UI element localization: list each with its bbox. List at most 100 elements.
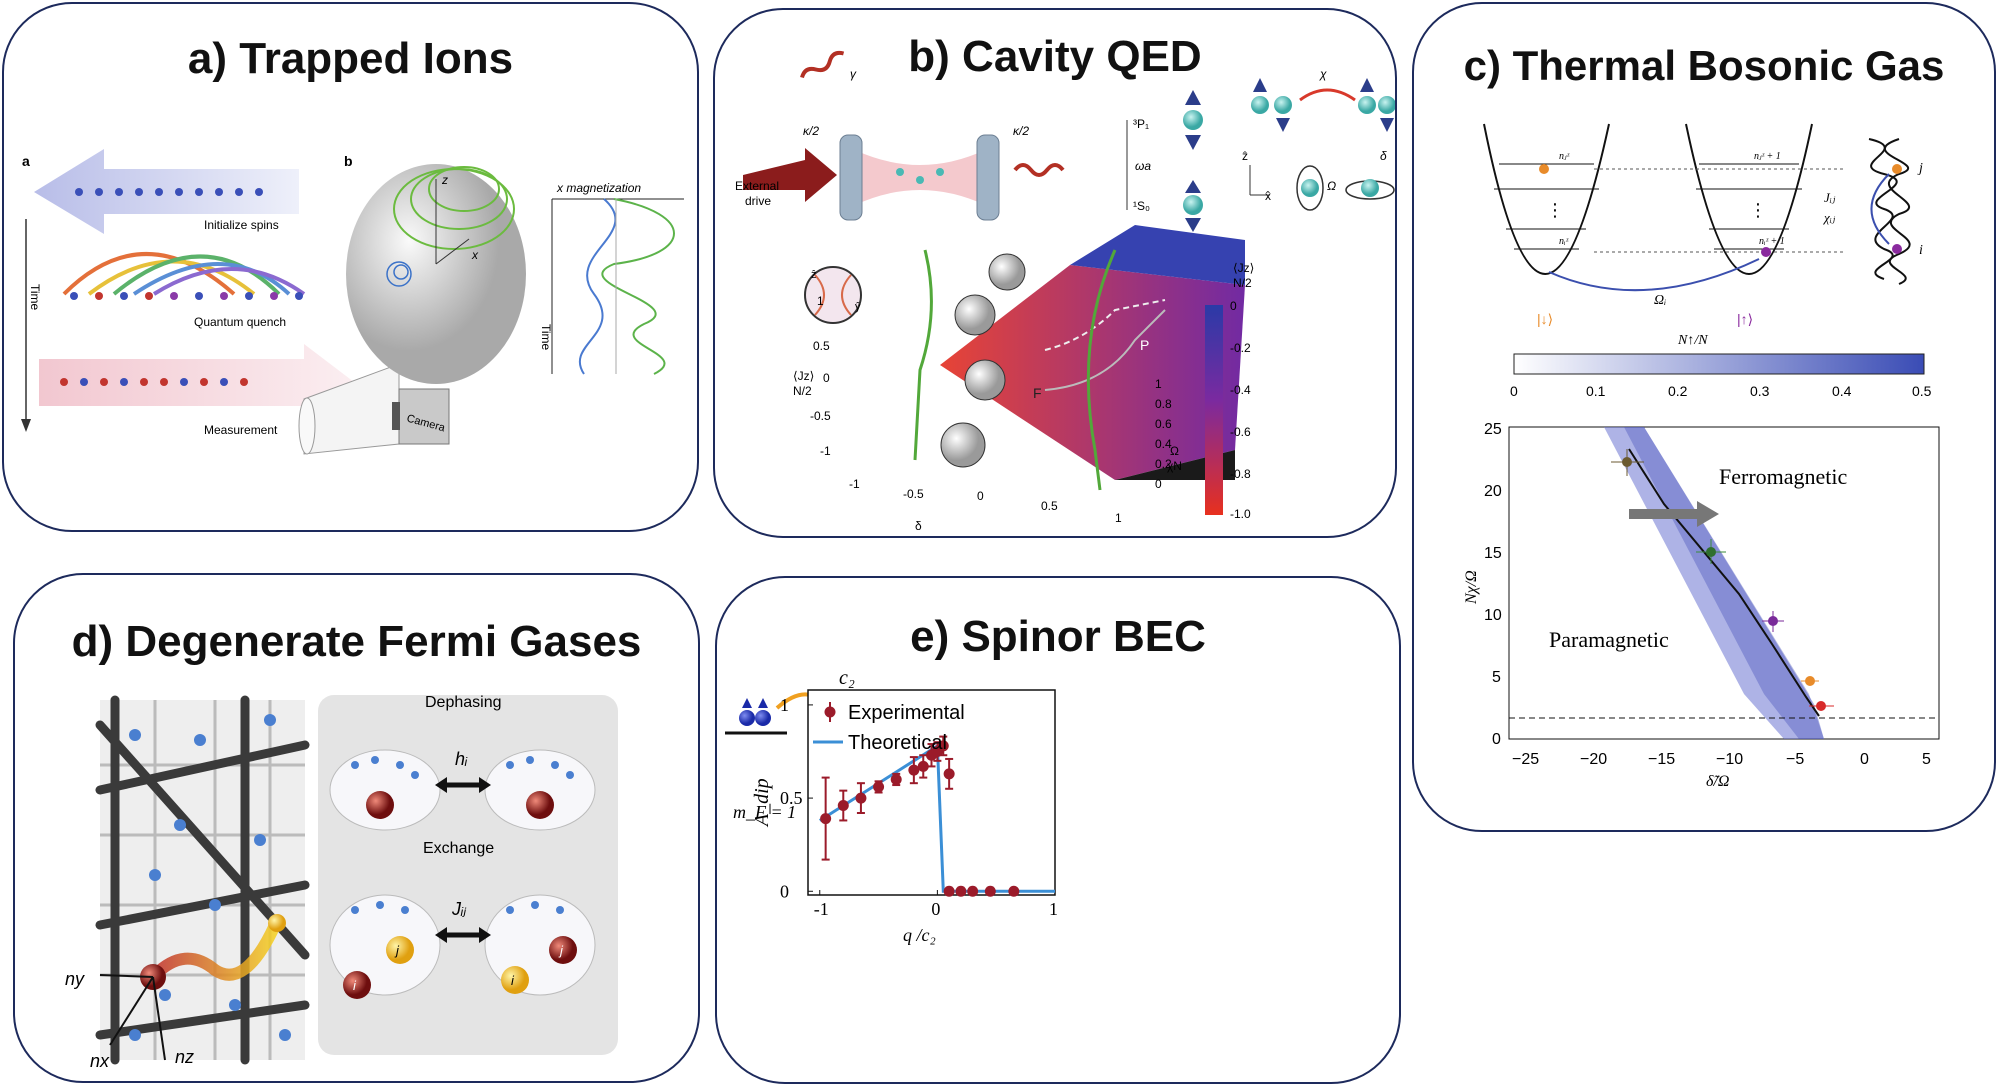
rotating-atom-delta xyxy=(1345,179,1395,200)
label-i: i xyxy=(1919,243,1923,258)
axes-arrows xyxy=(99,974,166,1061)
nx-label: nx xyxy=(90,1051,110,1071)
svg-text:0.1: 0.1 xyxy=(1586,383,1606,399)
exchange-atom-j-right xyxy=(549,936,577,964)
mirror-left xyxy=(839,134,863,221)
svg-text:0.3: 0.3 xyxy=(1750,383,1770,399)
time-label: Time xyxy=(28,284,42,311)
paramagnetic-label: Paramagnetic xyxy=(1549,627,1669,652)
atoms-mf1 xyxy=(739,698,771,726)
svg-text:0.8: 0.8 xyxy=(1155,397,1172,411)
panel-title: b) Cavity QED xyxy=(908,32,1202,81)
lattice-atoms xyxy=(129,714,291,1041)
svg-text:0: 0 xyxy=(1155,477,1162,491)
cavity-atoms xyxy=(896,168,944,184)
svg-text:5: 5 xyxy=(1492,669,1501,686)
spin-atom-up xyxy=(1183,90,1203,150)
trajectory-green xyxy=(393,166,515,250)
ny-label: ny xyxy=(65,969,85,989)
y-axis-numerator: Ω xyxy=(1170,444,1179,458)
panel-spinor-bec: e) Spinor BEC c₂ q m_F = 1 0 −1 -10100.5… xyxy=(715,576,1401,1084)
experimental-point xyxy=(943,885,955,897)
label-j: j xyxy=(1917,161,1923,176)
external-drive-arrow xyxy=(743,148,837,202)
panel-title: e) Spinor BEC xyxy=(910,612,1206,661)
double-arrow-exchange xyxy=(435,927,491,943)
experimental-point xyxy=(937,740,949,752)
level-1s0: ¹S₀ xyxy=(1133,199,1150,213)
jij-label-d: Jᵢⱼ xyxy=(451,899,467,919)
svg-text:-0.5: -0.5 xyxy=(903,487,924,501)
omega-label: Ω xyxy=(1327,179,1336,193)
legend-marker-experimental xyxy=(824,706,836,718)
transition-line xyxy=(1628,448,1820,717)
camera-icon xyxy=(392,388,450,445)
svg-text:0.4: 0.4 xyxy=(1832,383,1852,399)
trap-left xyxy=(1483,123,1610,275)
jij-arrow xyxy=(1870,173,1890,245)
svg-text:1: 1 xyxy=(1115,511,1122,525)
label-i-left: i xyxy=(353,978,357,993)
green-path-left xyxy=(913,249,933,461)
level-3p1: ³P₁ xyxy=(1133,117,1149,131)
z-tick-labels: 1 0.5 0 -0.5 -1 xyxy=(810,294,831,458)
inset-panel xyxy=(318,695,618,1055)
orange-particle xyxy=(1539,164,1549,174)
quench-interaction-arcs xyxy=(62,252,306,296)
exchange-atom-i-left xyxy=(343,971,371,999)
experimental-point xyxy=(967,885,979,897)
svg-text:0.5: 0.5 xyxy=(813,339,830,353)
experimental-point xyxy=(908,764,920,776)
ket-up: |↑⟩ xyxy=(1737,311,1753,327)
spin-atom-down xyxy=(1183,180,1203,232)
experimental-point xyxy=(855,792,867,804)
quench-label: Quantum quench xyxy=(194,315,286,329)
dots-left: ⋮ xyxy=(1546,200,1564,220)
colorbar-title-den: N/2 xyxy=(1233,276,1252,290)
omega-i-label: Ωᵢ xyxy=(1654,293,1666,308)
blue-magnetization-curve xyxy=(578,198,617,375)
svg-text:1: 1 xyxy=(817,294,824,308)
x-axis-label: x xyxy=(471,248,479,262)
svg-text:1: 1 xyxy=(1155,377,1162,391)
nz-i1-label: nᵢᶻ + 1 xyxy=(1759,236,1785,247)
exchange-flow xyxy=(149,919,281,981)
green-magnetization-curve xyxy=(601,198,675,375)
svg-text:0: 0 xyxy=(1492,731,1501,748)
svg-text:0.2: 0.2 xyxy=(1155,457,1172,471)
exchange-atom-j-left xyxy=(386,936,414,964)
svg-text:25: 25 xyxy=(1484,421,1502,438)
panel-trapped-ions: a) Trapped Ions a Initialize spins xyxy=(2,2,699,532)
svg-text:0: 0 xyxy=(1510,383,1518,399)
svg-text:0: 0 xyxy=(823,371,830,385)
ion-chain-top xyxy=(75,188,263,196)
drive-label: drive xyxy=(745,194,771,208)
svg-text:-1.0: -1.0 xyxy=(1230,507,1251,521)
xmag-label: x magnetization xyxy=(556,181,641,195)
ion-chain-quench xyxy=(70,292,303,300)
nz-j-label: nⱼᶻ xyxy=(1559,151,1570,162)
dephasing-disk-right xyxy=(484,749,596,831)
colorbar-c xyxy=(1513,353,1925,375)
zhat-label: ẑ xyxy=(1242,149,1248,163)
y-tick-label: 0.5 xyxy=(780,788,803,808)
svg-text:−10: −10 xyxy=(1716,751,1743,768)
ferromagnetic-label: Ferromagnetic xyxy=(1719,464,1848,489)
chi-label: χ xyxy=(1319,67,1327,81)
x-tick-labels: -1 -0.5 0 0.5 1 xyxy=(849,477,1122,525)
svg-text:-1: -1 xyxy=(849,477,860,491)
y-tick-labels: 1 0.8 0.6 0.4 0.2 0 xyxy=(1155,377,1172,491)
region-p-label: P xyxy=(1140,337,1149,353)
y-tick-label: 1 xyxy=(780,695,789,715)
phase-y-label: Nχ/Ω xyxy=(1463,570,1480,605)
experimental-point xyxy=(984,885,996,897)
panel-title: c) Thermal Bosonic Gas xyxy=(1463,42,1945,89)
x-axis-numerator: δ xyxy=(915,519,922,533)
bloch-sphere xyxy=(346,164,526,384)
nz-j1-label: nⱼᶻ + 1 xyxy=(1754,151,1781,162)
dots-right: ⋮ xyxy=(1749,200,1767,220)
bloch-ball-3 xyxy=(964,359,1006,401)
panel-thermal-bosonic-gas: c) Thermal Bosonic Gas nⱼᶻ nᵢᶻ nⱼᶻ + 1 n… xyxy=(1412,2,1996,832)
gray-arrow xyxy=(1629,501,1719,527)
